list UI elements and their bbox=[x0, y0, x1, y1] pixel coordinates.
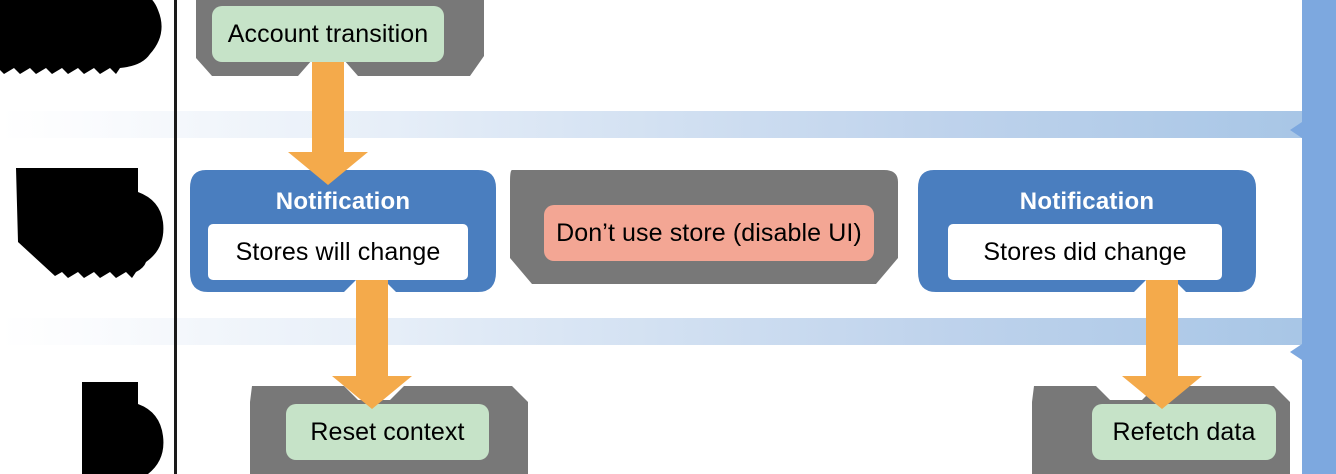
reset-context-box[interactable] bbox=[286, 404, 489, 460]
notification-right-body bbox=[948, 224, 1222, 280]
lane-3-label-redacted bbox=[82, 382, 164, 474]
notification-left-body bbox=[208, 224, 468, 280]
lane-divider bbox=[174, 0, 177, 474]
lane-1-label-redacted bbox=[0, 0, 162, 74]
arrow-account-to-notification-icon bbox=[288, 58, 368, 185]
refetch-data-box[interactable] bbox=[1092, 404, 1276, 460]
lane-2-label-redacted bbox=[16, 168, 164, 278]
arrow-notification-to-reset-icon bbox=[332, 280, 412, 409]
arrow-notification-to-refetch-icon bbox=[1122, 280, 1202, 409]
lane-band-2 bbox=[0, 318, 1302, 345]
dont-use-store-box[interactable] bbox=[544, 205, 874, 261]
lane-band-1 bbox=[0, 111, 1302, 138]
right-edge-bar bbox=[1290, 0, 1336, 474]
